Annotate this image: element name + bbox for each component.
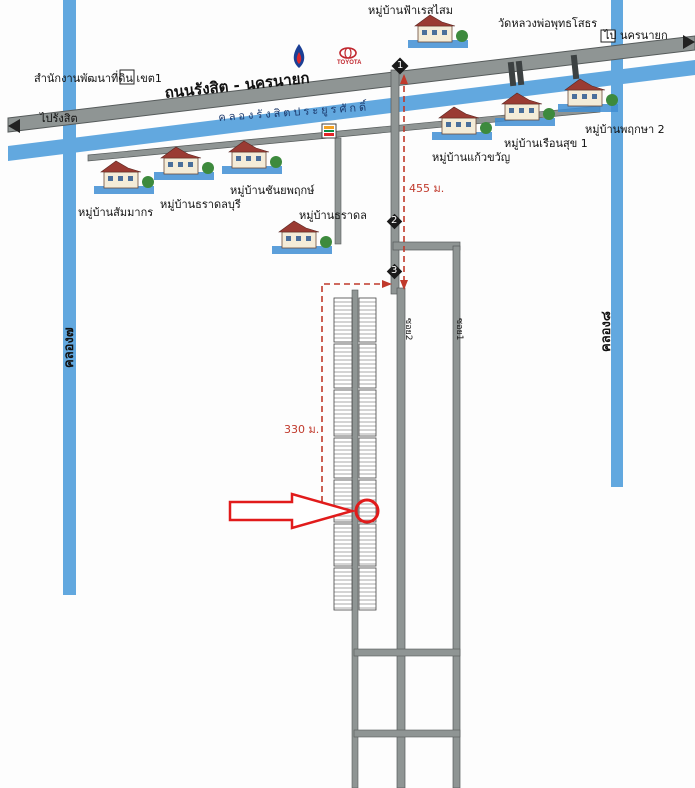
label-toyota: TOYOTA	[337, 60, 362, 66]
plot-block	[358, 567, 377, 611]
arrow-to-rangsit	[8, 119, 20, 133]
label-kaew-kwan-village: หมู่บ้านแก้วขวัญ	[432, 151, 511, 164]
right-khlong-canal	[611, 0, 623, 487]
plot-block	[358, 523, 377, 567]
label-left-khlong: คลอง๗	[62, 327, 77, 368]
label-right-khlong: คลอง๘	[599, 311, 614, 352]
label-to-rangsit: ไปรังสิต	[40, 112, 78, 125]
house-icon	[222, 140, 282, 174]
plot-block	[358, 297, 377, 343]
marker-2	[386, 213, 403, 230]
land-office-building-icon	[119, 69, 135, 85]
plot-block	[333, 297, 353, 343]
ptt-logo-icon	[293, 44, 305, 68]
soi-2-road	[396, 287, 406, 788]
seven-eleven-lane	[334, 137, 342, 245]
label-marker-3: 3	[391, 265, 398, 276]
soi-1-road	[452, 245, 461, 788]
main-canal	[8, 60, 695, 161]
route-455-arrowhead-bottom	[400, 280, 408, 290]
bridge-3	[570, 54, 580, 80]
land-plots	[333, 297, 377, 611]
label-fresh-sky-village: หมู่บ้านฟ้าเรสไสม	[368, 4, 454, 17]
target-circle	[354, 498, 380, 524]
plot-block	[358, 389, 377, 437]
route-330-arrowhead	[382, 280, 392, 288]
label-land-office: สำนักงานพัฒนาที่ดิน เขต1	[34, 72, 162, 85]
house-icon	[154, 146, 214, 180]
label-chan-pruk-village: หมู่บ้านชันยพฤกษ์	[230, 184, 315, 197]
location-pointer-arrow	[228, 492, 357, 530]
label-to-nakhon-nayok: ไป นครนายก	[604, 29, 668, 42]
seven-eleven-logo-icon	[321, 123, 337, 139]
arrow-to-nakhon-nayok	[683, 35, 695, 49]
label-temple: วัดหลวงพ่อพุทธโสธร	[498, 17, 598, 30]
bridge-1	[507, 61, 517, 87]
label-pruksa-village: หมู่บ้านพฤกษา 2	[585, 123, 665, 136]
plot-block	[333, 567, 353, 611]
label-marker-2: 2	[391, 215, 398, 226]
label-marker-1: 1	[397, 60, 404, 71]
house-icon	[432, 106, 492, 140]
label-tharadon-village: หมู่บ้านธราดล	[299, 209, 367, 222]
cross-road-1	[353, 648, 461, 657]
label-sammakorn-village: หมู่บ้านสัมมากร	[78, 206, 154, 219]
label-distance-330: 330 ม.	[284, 423, 320, 436]
main-road	[7, 35, 695, 133]
inner-road	[351, 289, 359, 788]
plot-block	[333, 523, 353, 567]
estate-top-road	[392, 241, 461, 251]
bridge-2	[515, 60, 525, 86]
temple-building-icon	[600, 29, 616, 43]
left-khlong-canal	[63, 0, 76, 595]
house-icon	[272, 220, 332, 254]
house-icon	[408, 14, 468, 48]
label-ruean-suk-village: หมู่บ้านเรือนสุข 1	[504, 137, 588, 150]
label-tharathon-buri-village: หมู่บ้านธราดลบุรี	[160, 198, 241, 211]
house-icon	[558, 78, 618, 112]
house-icon	[94, 160, 154, 194]
access-lane	[390, 69, 400, 295]
route-330-dash	[321, 283, 390, 502]
plot-block	[333, 389, 353, 437]
toyota-logo-icon	[339, 47, 357, 59]
label-soi-2: ซอย2	[403, 318, 413, 341]
cross-road-2	[353, 729, 461, 738]
label-soi-1: ซอย1	[454, 318, 464, 341]
label-distance-455: 455 ม.	[409, 182, 445, 195]
plot-block	[358, 343, 377, 389]
plot-block	[333, 343, 353, 389]
route-455-arrowhead-top	[400, 74, 408, 84]
house-icon	[495, 92, 555, 126]
